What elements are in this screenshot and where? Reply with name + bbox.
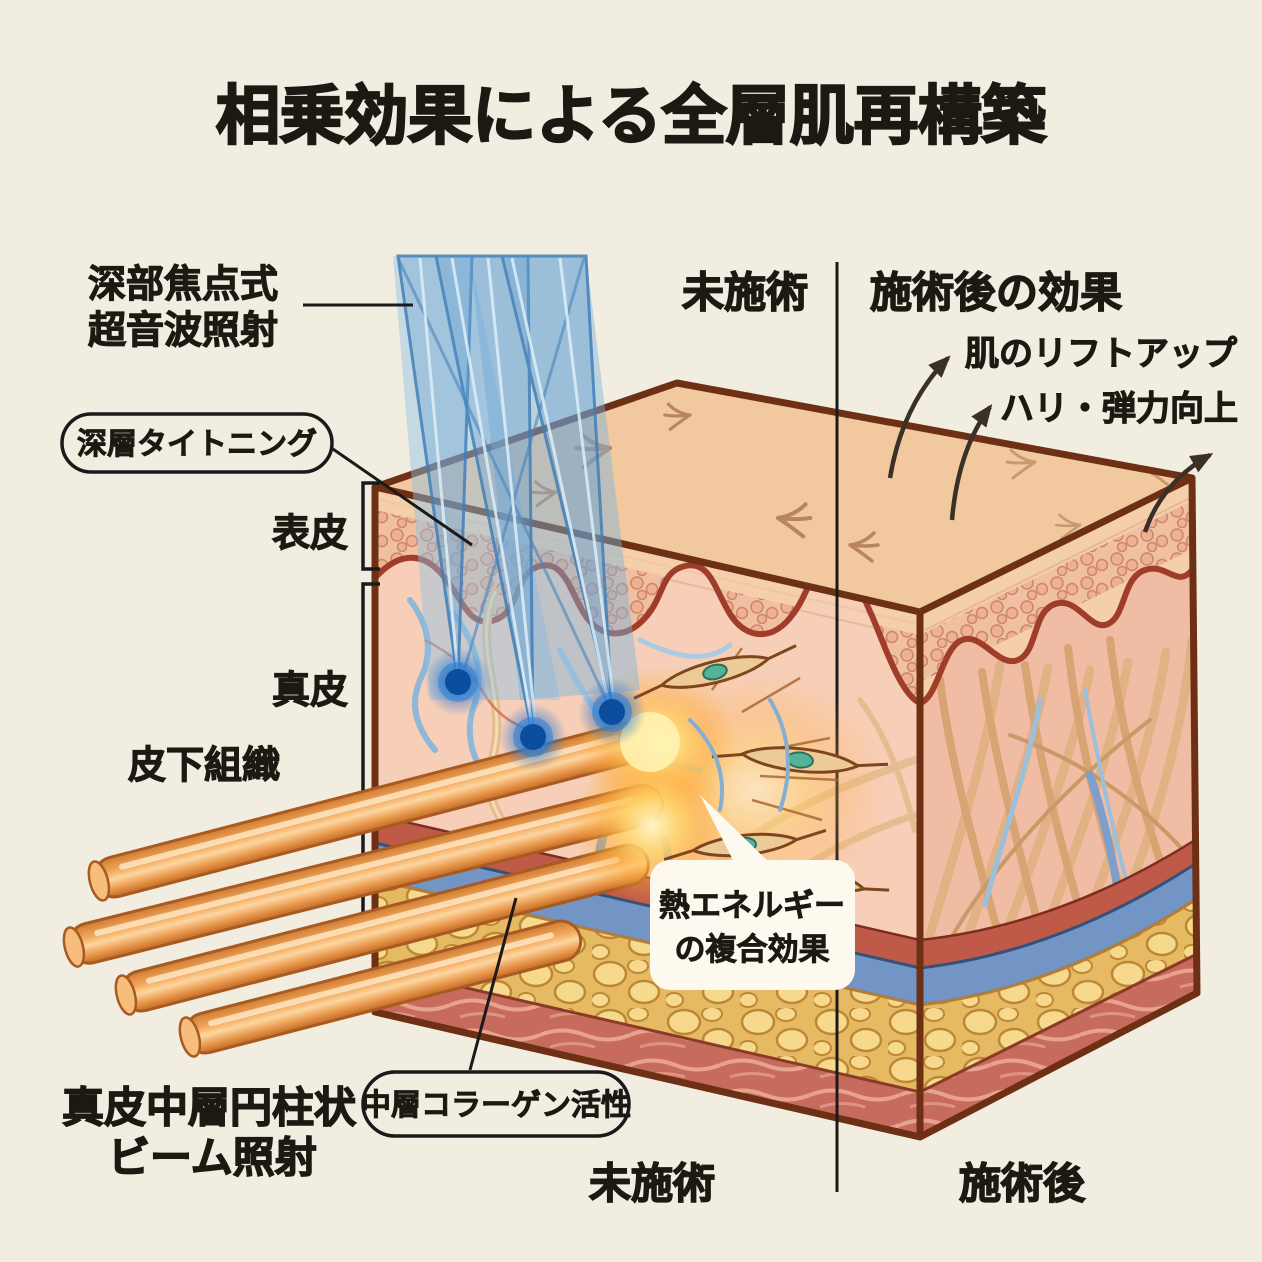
collagen-leader-line <box>468 897 518 1071</box>
elasticity-label: ハリ・弾力向上 <box>1000 389 1238 429</box>
collagen-pill: 中層コラーゲン活性 <box>361 897 631 1138</box>
thermal-bubble-line1: 熱エネルギー <box>659 888 845 924</box>
dermis-label: 真皮 <box>272 668 348 712</box>
ultrasound-label-line2: 超音波照射 <box>88 308 278 352</box>
thermal-effect-bubble: 熱エネルギー の複合効果 <box>650 795 855 990</box>
post-effect-header: 施術後の効果 <box>870 268 1122 317</box>
ultrasound-label: 深部焦点式 超音波照射 <box>87 261 413 353</box>
collagen-pill-label: 中層コラーゲン活性 <box>361 1088 631 1123</box>
cylindrical-beam-rods <box>62 647 890 1058</box>
surface-arrow <box>1142 453 1214 533</box>
effect-arrows <box>887 355 1214 533</box>
ultrasound-beam <box>393 254 646 771</box>
bracket-epidermis <box>361 481 380 571</box>
dermal-junction-right <box>920 563 1197 706</box>
beam-label-line1: 真皮中層円柱状 <box>62 1083 357 1132</box>
lift-up-label: 肌のリフトアップ <box>965 334 1237 374</box>
post-treatment-bottom-label: 施術後 <box>959 1159 1086 1208</box>
thermal-bubble-line2: の複合効果 <box>675 932 830 968</box>
deep-tightening-label: 深層タイトニング <box>77 427 317 462</box>
untreated-top-label: 未施術 <box>682 268 808 317</box>
beam-label: 真皮中層円柱状 ビーム照射 <box>61 1082 357 1182</box>
lift-arrow <box>887 355 951 479</box>
elasticity-arrow <box>949 403 993 521</box>
subcutaneous-label: 皮下組織 <box>128 743 280 787</box>
deep-tightening-pill: 深層タイトニング <box>60 412 473 547</box>
block-outline <box>371 379 1201 1141</box>
top-face <box>375 383 1192 612</box>
focal-points <box>424 648 646 771</box>
beam-label-line2: ビーム照射 <box>108 1133 317 1182</box>
right-face <box>920 478 1197 1137</box>
deep-tightening-leader-line <box>329 445 473 547</box>
epidermis-label: 表皮 <box>272 511 348 555</box>
thermal-glow <box>572 647 890 910</box>
untreated-bottom-label: 未施術 <box>589 1159 715 1208</box>
ultrasound-label-line1: 深部焦点式 <box>88 262 278 306</box>
post-effect-header-group: 未施術 施術後の効果 <box>681 267 1122 317</box>
page-title: 相乗効果による全層肌再構築 <box>216 80 1047 154</box>
